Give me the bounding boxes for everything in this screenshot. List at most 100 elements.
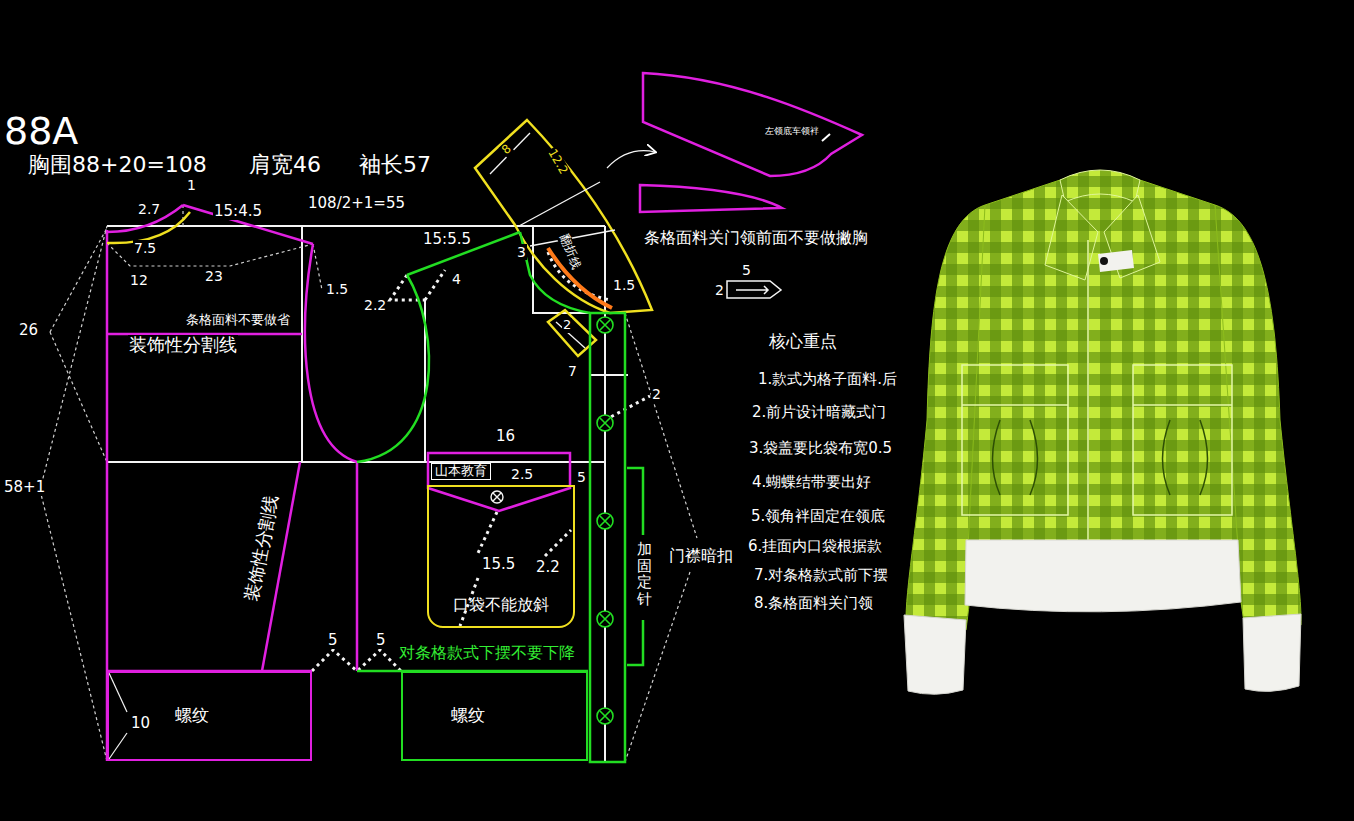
dart-line bbox=[425, 270, 445, 300]
dimension-label: 7.5 bbox=[133, 240, 157, 256]
dimension-label: 58+1 bbox=[3, 479, 46, 496]
pocket-flap: 山本教育 bbox=[427, 452, 571, 513]
dimension-label: 5 bbox=[576, 469, 587, 485]
guide bbox=[182, 205, 183, 226]
dimension-label: 16 bbox=[495, 428, 516, 445]
node-label: 螺纹 bbox=[175, 706, 209, 726]
dotted-lines bbox=[312, 252, 650, 671]
bracket bbox=[627, 468, 643, 535]
dimension-label: 5.领角袢固定在领底 bbox=[750, 508, 886, 525]
note-text: 胸围88+20=108 bbox=[27, 152, 208, 177]
node-label: 山本教育 bbox=[431, 463, 491, 480]
node-label: 螺纹 bbox=[451, 706, 485, 726]
dimension-label: 10 bbox=[130, 715, 151, 732]
dimension-label: 12 bbox=[129, 272, 149, 288]
buttons bbox=[597, 317, 613, 724]
collar-tab-piece: 左领底车领袢 bbox=[641, 72, 865, 180]
note-text: 对条格款式下摆不要下降 bbox=[398, 644, 576, 662]
slot-mark bbox=[822, 134, 830, 141]
dimension-label: 8 bbox=[499, 142, 515, 159]
dimension-label: 5 bbox=[741, 262, 752, 278]
dimension-label: 1.5 bbox=[612, 277, 636, 293]
jacket-button bbox=[1100, 257, 1108, 265]
dimension-label: 4 bbox=[451, 271, 462, 287]
dimension-label: 2 bbox=[651, 386, 662, 402]
dimension-label: 7.对条格款式前下摆 bbox=[753, 567, 889, 584]
dimension-label: 2.5 bbox=[510, 466, 534, 482]
pocket-button bbox=[491, 491, 503, 503]
dimension-label: 8.条格面料关门领 bbox=[753, 595, 874, 612]
collar-tab bbox=[1098, 250, 1134, 272]
guide bbox=[50, 332, 107, 462]
note-text: 装饰性分割线 bbox=[128, 335, 238, 356]
cuff-ribbing bbox=[1243, 614, 1301, 691]
piece-outline bbox=[641, 72, 865, 180]
flap-outline bbox=[427, 452, 571, 513]
button-symbol bbox=[491, 491, 503, 503]
dimension-label: 6.挂面内口袋根据款 bbox=[747, 538, 883, 555]
piece-outline-path bbox=[643, 73, 862, 176]
loop-outline bbox=[727, 281, 781, 298]
dimension-label: 5 bbox=[375, 632, 387, 649]
dimension-label: 23 bbox=[204, 268, 224, 284]
collar-outline bbox=[475, 120, 652, 313]
dimension-label: 108/2+1=55 bbox=[307, 195, 406, 212]
guide bbox=[40, 226, 107, 490]
back-piece bbox=[107, 185, 782, 761]
note-text: 核心重点 bbox=[768, 332, 838, 352]
dimension-label: 3 bbox=[516, 244, 527, 260]
pointer-arrow bbox=[607, 151, 655, 168]
guide-lines bbox=[40, 205, 697, 762]
pocket-dim bbox=[478, 512, 497, 553]
back-width-line bbox=[301, 226, 303, 462]
cuff-ribbing bbox=[904, 615, 966, 694]
dimension-label: 1.款式为格子面料.后 bbox=[757, 371, 898, 388]
vertical-note: 加固定针 bbox=[636, 541, 653, 607]
placket-line bbox=[1087, 240, 1089, 545]
ribbing-band: 螺纹 bbox=[401, 671, 588, 761]
facing-mark bbox=[590, 374, 628, 376]
collar-line bbox=[519, 182, 600, 226]
dimension-label: 15.5 bbox=[481, 556, 516, 573]
dimension-label: 2.前片设计暗藏式门 bbox=[751, 404, 887, 421]
collar-line bbox=[490, 133, 530, 174]
hem-ribbing bbox=[965, 540, 1241, 612]
guide bbox=[40, 490, 107, 761]
button-cross bbox=[493, 493, 501, 501]
pocket-flap bbox=[1133, 404, 1232, 406]
guide bbox=[625, 572, 690, 762]
dim bbox=[109, 733, 127, 759]
dimension-label: 2 bbox=[562, 318, 572, 333]
jacket-pocket bbox=[1133, 365, 1232, 515]
front-shoulder bbox=[407, 232, 520, 275]
note-text: 条格面料关门领前面不要做撇胸 bbox=[643, 229, 869, 247]
dimension-label: 15:4.5 bbox=[213, 203, 263, 220]
front-neck bbox=[520, 232, 590, 313]
pocket-flap bbox=[962, 404, 1068, 406]
dimension-label: 2.2 bbox=[535, 559, 561, 576]
bracket bbox=[627, 620, 643, 665]
dimension-label: 26 bbox=[18, 322, 39, 339]
flap-outline-path bbox=[428, 453, 570, 511]
back-armhole bbox=[305, 244, 357, 462]
pocket-dim bbox=[545, 530, 571, 556]
dimension-label: 12.2 bbox=[544, 146, 570, 178]
dimension-label: 2.2 bbox=[363, 297, 387, 313]
side-seam bbox=[356, 462, 359, 671]
front-armhole bbox=[357, 275, 429, 462]
dart-line bbox=[605, 396, 650, 420]
note-text: 袖长57 bbox=[358, 152, 432, 177]
guide bbox=[50, 228, 107, 332]
jacket-pocket bbox=[962, 365, 1068, 515]
note-text: 肩宽46 bbox=[248, 152, 322, 177]
loop-line bbox=[736, 286, 768, 294]
dimension-label: 2 bbox=[714, 282, 725, 298]
dimension-label: 2.7 bbox=[137, 201, 161, 217]
dimension-label: 1 bbox=[186, 177, 197, 193]
front-edge bbox=[590, 313, 625, 762]
note-text: 装饰性分割线 bbox=[241, 492, 282, 604]
guide bbox=[313, 244, 322, 290]
dimension-label: 1.5 bbox=[325, 281, 349, 297]
front-piece bbox=[357, 232, 643, 762]
